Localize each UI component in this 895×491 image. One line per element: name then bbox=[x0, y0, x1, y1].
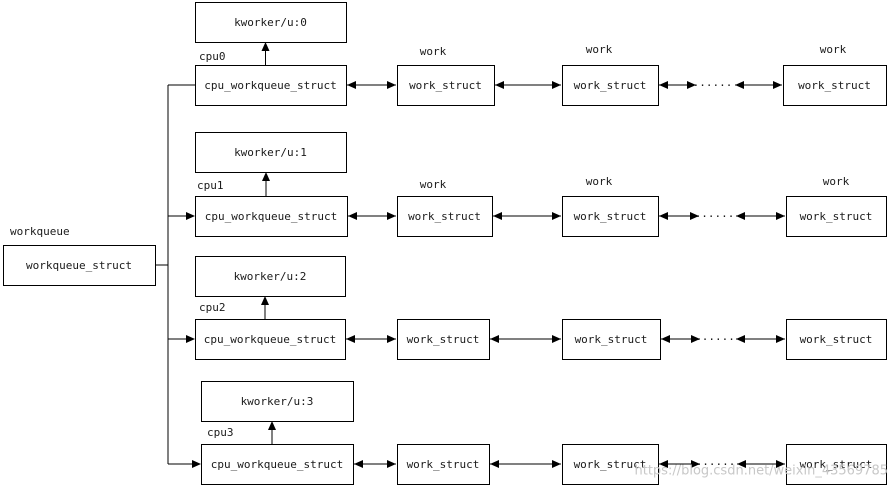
cpu-label-2: cpu2 bbox=[199, 301, 226, 314]
work-struct-box-2-2 bbox=[786, 319, 887, 360]
cpu-label-3: cpu3 bbox=[207, 426, 234, 439]
link-work0-work1-1-head-right bbox=[552, 212, 561, 220]
link-dots-work2-2-head-left bbox=[736, 335, 745, 343]
work-struct-text-3-2: work_struct bbox=[800, 458, 873, 471]
kworker-box-2 bbox=[195, 256, 346, 297]
link-cpu-work0-2-head-right bbox=[387, 335, 396, 343]
cpu-workqueue-box-2 bbox=[195, 319, 346, 360]
link-cpu-work0-3-head-left bbox=[354, 460, 363, 468]
work-struct-text-2-0: work_struct bbox=[407, 333, 480, 346]
work-struct-text-1-2: work_struct bbox=[800, 210, 873, 223]
kworker-arrow-2 bbox=[261, 296, 269, 305]
link-work1-dots-1-head-right bbox=[690, 212, 699, 220]
link-cpu-work0-1-head-left bbox=[348, 212, 357, 220]
link-dots-work2-0-head-right bbox=[773, 81, 782, 89]
link-cpu-work0-0-head-right bbox=[387, 81, 396, 89]
cpu-workqueue-box-3 bbox=[201, 444, 354, 485]
cpu-label-0: cpu0 bbox=[199, 50, 226, 63]
link-work0-work1-1-head-left bbox=[493, 212, 502, 220]
link-dots-work2-1-head-right bbox=[776, 212, 785, 220]
link-dots-work2-0-head-left bbox=[735, 81, 744, 89]
link-work0-work1-0-head-right bbox=[552, 81, 561, 89]
cpu-workqueue-text-2: cpu_workqueue_struct bbox=[204, 333, 336, 346]
work-struct-text-0-1: work_struct bbox=[574, 79, 647, 92]
workqueue-label: workqueue bbox=[10, 225, 70, 238]
ellipsis-0: ...... bbox=[693, 76, 733, 89]
work-label-0-1: work bbox=[586, 43, 613, 56]
kworker-arrow-0 bbox=[261, 42, 270, 51]
link-cpu-work0-1-head-right bbox=[387, 212, 396, 220]
cpu-workqueue-box-0 bbox=[195, 65, 347, 106]
link-dots-work2-3-head-left bbox=[737, 460, 746, 468]
work-struct-box-0-0 bbox=[397, 65, 495, 106]
branch-arrow-1 bbox=[186, 212, 195, 220]
link-work0-work1-2-head-left bbox=[490, 335, 499, 343]
workqueue-struct-box bbox=[3, 245, 156, 286]
cpu-workqueue-text-0: cpu_workqueue_struct bbox=[204, 79, 336, 92]
work-struct-box-2-1 bbox=[562, 319, 661, 360]
kworker-text-3: kworker/u:3 bbox=[241, 395, 314, 408]
link-work1-dots-1-head-left bbox=[659, 212, 668, 220]
work-struct-box-0-2 bbox=[783, 65, 887, 106]
kworker-box-3 bbox=[201, 381, 354, 422]
work-struct-box-1-1 bbox=[562, 196, 659, 237]
work-struct-text-1-1: work_struct bbox=[574, 210, 647, 223]
work-struct-box-1-0 bbox=[397, 196, 493, 237]
cpu-workqueue-box-1 bbox=[195, 196, 348, 237]
branch-arrow-3 bbox=[192, 460, 201, 468]
kworker-text-1: kworker/u:1 bbox=[234, 146, 307, 159]
work-struct-text-2-1: work_struct bbox=[575, 333, 648, 346]
link-work1-dots-0-head-right bbox=[687, 81, 696, 89]
work-struct-text-3-0: work_struct bbox=[407, 458, 480, 471]
kworker-arrow-3 bbox=[268, 421, 276, 430]
link-work1-dots-3-head-left bbox=[659, 460, 668, 468]
watermark-text: https://blog.csdn.net/weixin_43569785 bbox=[634, 464, 888, 479]
work-struct-text-2-2: work_struct bbox=[800, 333, 873, 346]
work-struct-box-2-0 bbox=[397, 319, 490, 360]
cpu-workqueue-text-1: cpu_workqueue_struct bbox=[205, 210, 337, 223]
work-label-0-2: work bbox=[820, 43, 847, 56]
kworker-text-2: kworker/u:2 bbox=[234, 270, 307, 283]
kworker-text-0: kworker/u:0 bbox=[234, 16, 307, 29]
link-work1-dots-2-head-left bbox=[661, 335, 670, 343]
ellipsis-1: ...... bbox=[695, 207, 735, 220]
cpu-workqueue-text-3: cpu_workqueue_struct bbox=[211, 458, 343, 471]
link-cpu-work0-3-head-right bbox=[387, 460, 396, 468]
work-label-1-1: work bbox=[586, 175, 613, 188]
work-struct-text-3-1: work_struct bbox=[574, 458, 647, 471]
branch-arrow-2 bbox=[186, 335, 195, 343]
work-struct-box-3-0 bbox=[397, 444, 490, 485]
kworker-arrow-1 bbox=[262, 172, 270, 181]
work-label-1-2: work bbox=[823, 175, 850, 188]
workqueue-struct-text: workqueue_struct bbox=[26, 259, 132, 272]
link-cpu-work0-2-head-left bbox=[346, 335, 355, 343]
work-label-0-0: work bbox=[420, 45, 447, 58]
link-work1-dots-0-head-left bbox=[659, 81, 668, 89]
work-struct-box-3-1 bbox=[562, 444, 659, 485]
link-dots-work2-3-head-right bbox=[776, 460, 785, 468]
ellipsis-2: ...... bbox=[695, 330, 735, 343]
link-work0-work1-2-head-right bbox=[552, 335, 561, 343]
kworker-box-0 bbox=[195, 2, 347, 43]
link-work0-work1-3-head-right bbox=[552, 460, 561, 468]
link-work1-dots-3-head-right bbox=[691, 460, 700, 468]
cpu-label-1: cpu1 bbox=[197, 179, 224, 192]
link-work1-dots-2-head-right bbox=[691, 335, 700, 343]
kworker-box-1 bbox=[195, 132, 347, 173]
link-dots-work2-2-head-right bbox=[776, 335, 785, 343]
link-cpu-work0-0-head-left bbox=[347, 81, 356, 89]
work-struct-box-0-1 bbox=[562, 65, 659, 106]
work-label-1-0: work bbox=[420, 178, 447, 191]
work-struct-box-3-2 bbox=[786, 444, 887, 485]
link-work0-work1-3-head-left bbox=[490, 460, 499, 468]
work-struct-box-1-2 bbox=[786, 196, 887, 237]
ellipsis-3: ...... bbox=[696, 455, 736, 468]
work-struct-text-1-0: work_struct bbox=[408, 210, 481, 223]
link-dots-work2-1-head-left bbox=[736, 212, 745, 220]
work-struct-text-0-2: work_struct bbox=[798, 79, 871, 92]
link-work0-work1-0-head-left bbox=[495, 81, 504, 89]
work-struct-text-0-0: work_struct bbox=[409, 79, 482, 92]
